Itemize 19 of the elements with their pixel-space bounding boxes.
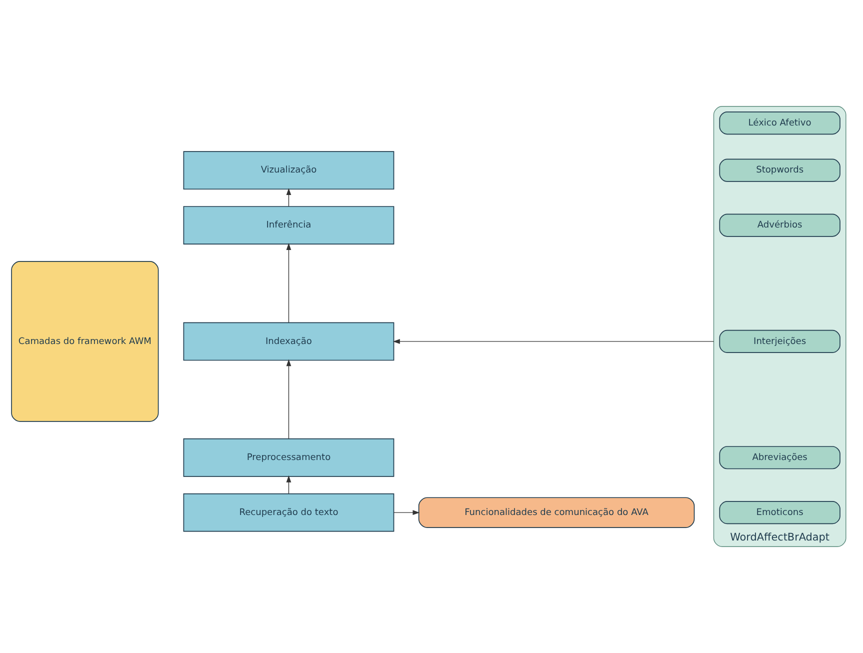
node-box: Emoticons <box>719 501 840 524</box>
arrow <box>286 359 292 440</box>
arrow <box>392 339 714 344</box>
node-box: Vizualização <box>183 151 394 190</box>
node-box: Funcionalidades de comunicação do AVA <box>418 497 695 528</box>
node-box: Indexação <box>183 322 394 361</box>
node-box: Camadas do framework AWM <box>11 261 159 422</box>
node-box: Preprocessamento <box>183 438 394 477</box>
node-box: Inferência <box>183 206 394 244</box>
arrow <box>286 188 292 207</box>
node-box: Advérbios <box>719 214 840 237</box>
node-box: Abreviações <box>719 446 840 470</box>
arrow <box>286 243 292 323</box>
node-box: Léxico Afetivo <box>719 112 840 135</box>
node-box: Recuperação do texto <box>183 493 394 532</box>
node-box: Stopwords <box>719 158 840 182</box>
arrow <box>286 475 292 494</box>
arrow <box>394 510 420 515</box>
node-box: Interjeições <box>719 330 840 353</box>
